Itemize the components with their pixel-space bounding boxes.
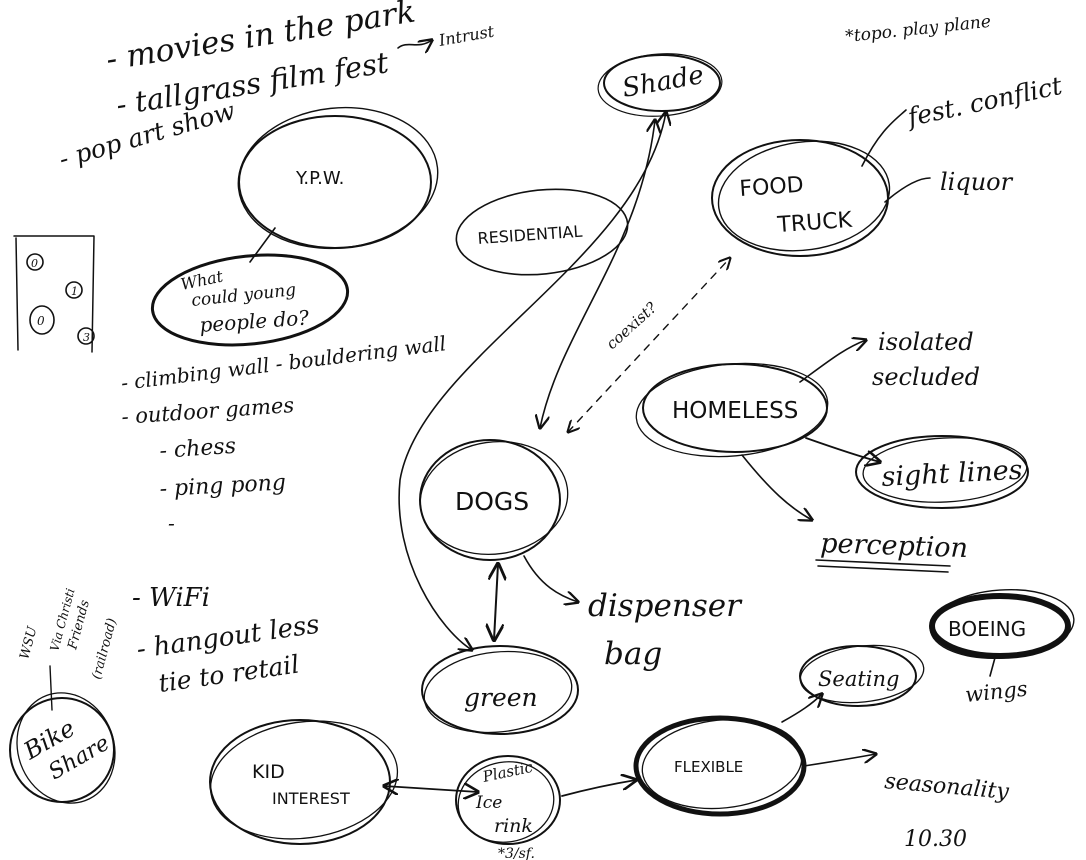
intrust-label: Intrust (436, 21, 496, 50)
seating-label: Seating (818, 667, 899, 691)
shade-dogs-arrow (540, 120, 655, 428)
shade-green-arrow (398, 112, 666, 650)
wifi-label: - WiFi (132, 583, 210, 613)
marker-3 (77, 327, 95, 345)
ice-rink-circle (455, 755, 561, 845)
young-people-line-3: people do? (199, 305, 310, 337)
homeless-label: HOMELESS (672, 398, 798, 424)
isolated-line-1: isolated (878, 328, 974, 356)
fest-conflict-link (861, 109, 907, 167)
activity-ping-pong: - ping pong (159, 470, 287, 502)
ice-rink-line-1: Plastic (480, 758, 535, 786)
fest-conflict-label: fest. conflict (903, 71, 1065, 133)
marker-0-bottom (29, 305, 55, 335)
perception-label: perception (820, 528, 969, 564)
boeing-circle-outer (929, 589, 1075, 659)
green-circle-outer (423, 650, 573, 734)
seating-circle-outer (799, 644, 925, 704)
kid-interest-circle (209, 719, 391, 845)
ice-rink-line-3: rink (494, 815, 533, 837)
food-truck-circle-outer (717, 140, 891, 252)
isolated-line-2: secluded (872, 363, 980, 391)
dogs-label: DOGS (455, 487, 529, 516)
marker-3-label: 3 (83, 331, 90, 344)
flexible-label: FLEXIBLE (674, 758, 743, 776)
perception-arrow (741, 454, 812, 520)
marker-1-label: 1 (71, 285, 78, 298)
sight-lines-circle-outer (862, 437, 1028, 503)
liquor-link (884, 177, 931, 203)
activity-climbing-wall: - climbing wall - bouldering wall (120, 331, 448, 395)
kid-interest-line-1: KID (252, 761, 285, 783)
young-people-circle (150, 253, 350, 347)
dispenser-line-1: dispenser (588, 588, 743, 624)
date-label: 10.30 (904, 827, 967, 852)
flexible-seating-arrow (781, 694, 822, 723)
seasonality-arrow (803, 754, 876, 767)
ice-rink-line-2: Ice (475, 793, 502, 813)
price-label: *3/sf. (498, 846, 535, 860)
wsu-label: WSU (17, 624, 40, 661)
liquor-label: liquor (940, 168, 1014, 196)
marker-0-bottom-label: 0 (37, 314, 45, 328)
isolated-arrow (799, 340, 866, 383)
sight-lines-arrow (805, 437, 880, 462)
marker-0-top (26, 253, 44, 271)
food-truck-line-2: TRUCK (776, 208, 854, 238)
sight-lines-label: sight lines (881, 455, 1024, 493)
green-label: green (464, 683, 538, 712)
corner-note: *topo. play plane (844, 12, 991, 47)
wings-label: wings (964, 677, 1029, 707)
perception-underline (815, 559, 951, 573)
dispenser-line-2: bag (604, 636, 662, 672)
activity-chess: - chess (159, 434, 237, 464)
residential-label: RESIDENTIAL (477, 222, 583, 248)
activity-empty: - (168, 511, 175, 535)
ypw-circle-outer (237, 106, 439, 250)
food-truck-circle (711, 139, 889, 257)
ice-rink-circle-outer (457, 761, 555, 843)
coexist-label: coexist? (603, 298, 661, 353)
dispenser-arrow (523, 555, 578, 602)
sight-lines-circle (855, 435, 1029, 509)
intrust-arrow (397, 40, 432, 48)
green-circle (421, 645, 579, 735)
rink-flexible-arrow (561, 780, 636, 797)
marker-box (13, 235, 95, 353)
shade-label: Shade (620, 60, 706, 104)
flexible-circle-outer (641, 718, 803, 810)
kid-interest-line-2: INTEREST (272, 789, 350, 808)
boeing-label: BOEING (948, 617, 1026, 641)
kid-rink-arrow (384, 786, 478, 792)
boeing-circle (929, 593, 1071, 659)
railroad-label: (railroad) (89, 617, 120, 681)
dogs-green-arrow (494, 564, 498, 640)
food-truck-line-1: FOOD (739, 173, 805, 202)
boeing-wings-link (989, 653, 997, 677)
kid-interest-circle-outer (209, 720, 399, 840)
ypw-label: Y.P.W. (295, 168, 344, 189)
marker-1 (65, 281, 83, 299)
bike-share-circle-outer (16, 692, 116, 804)
marker-0-top-label: 0 (31, 257, 38, 270)
activity-outdoor-games: - outdoor games (121, 393, 295, 429)
seasonality-label: seasonality (883, 769, 1010, 805)
bike-share-link (49, 665, 53, 711)
